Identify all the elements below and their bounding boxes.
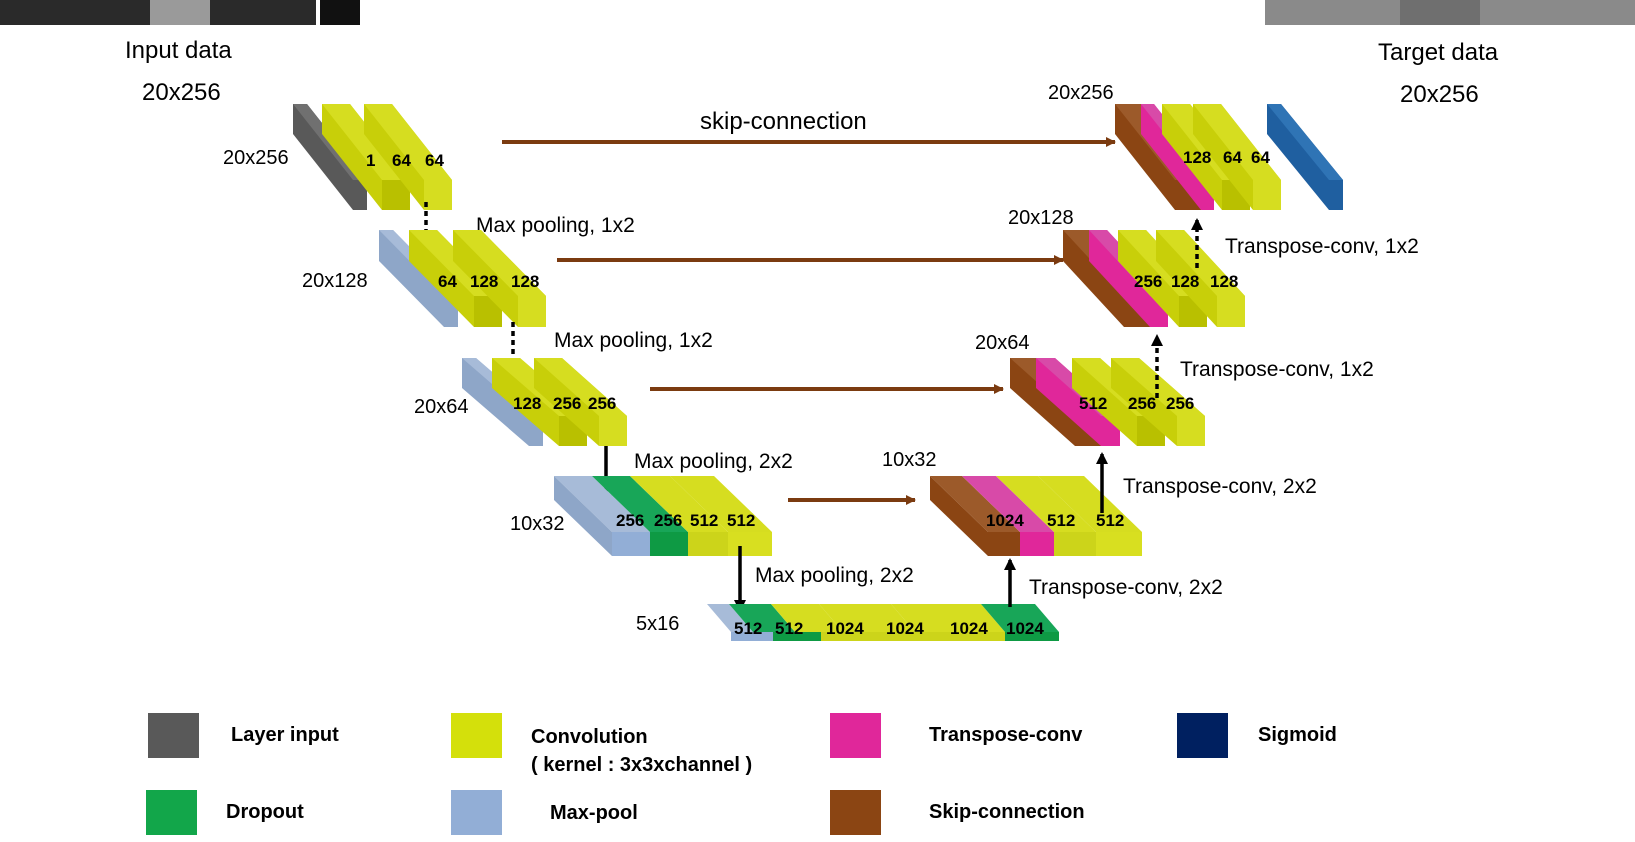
- conv-block-2: [1096, 532, 1142, 556]
- dec2-size: 20x128: [1008, 207, 1074, 229]
- enc4-size: 10x32: [510, 513, 565, 535]
- dec4-ch-0: 1024: [986, 511, 1024, 530]
- pool1-label: Max pooling, 1x2: [476, 214, 635, 237]
- enc3-ch-2: 256: [588, 394, 616, 413]
- encoder-level-3: [462, 358, 627, 446]
- conv-block-1: [1054, 532, 1096, 556]
- enc4-ch-1: 256: [654, 511, 682, 530]
- bn-ch-4: 1024: [950, 619, 988, 638]
- enc3-size: 20x64: [414, 396, 469, 418]
- maxpool-block: [462, 358, 543, 446]
- dec2-ch-2: 128: [1210, 272, 1238, 291]
- legend-skip: Skip-connection: [929, 801, 1085, 823]
- transpose-block: [1036, 358, 1120, 446]
- pool2-label: Max pooling, 1x2: [554, 329, 713, 352]
- enc1-size: 20x256: [223, 147, 289, 169]
- input-data-size: 20x256: [142, 79, 221, 106]
- legend: Layer input Convolution ( kernel : 3x3xc…: [146, 713, 1337, 835]
- legend-swatch-transpose: [830, 713, 881, 758]
- dec2-ch-0: 256: [1134, 272, 1162, 291]
- bn-ch-3: 1024: [886, 619, 924, 638]
- up4-label: Transpose-conv, 2x2: [1029, 576, 1223, 599]
- legend-convolution-note: ( kernel : 3x3xchannel ): [531, 754, 752, 776]
- transpose-block: [1020, 532, 1054, 556]
- enc1-ch-2: 64: [425, 151, 444, 170]
- decoder-level-1: [1115, 104, 1343, 210]
- enc2-ch-2: 128: [511, 272, 539, 291]
- enc1-ch-0: 1: [366, 151, 375, 170]
- legend-swatch-convolution: [451, 713, 502, 758]
- legend-convolution: Convolution: [531, 726, 648, 748]
- legend-swatch-layer-input: [148, 713, 199, 758]
- dec3-size: 20x64: [975, 332, 1030, 354]
- encoder-level-2: [379, 230, 546, 327]
- maxpool-block: [379, 230, 458, 327]
- enc4-ch-3: 512: [727, 511, 755, 530]
- encoder-level-1: [293, 104, 452, 210]
- enc3-ch-1: 256: [553, 394, 581, 413]
- input-data-title: Input data: [125, 37, 232, 64]
- enc2-ch-0: 64: [438, 272, 457, 291]
- dec4-ch-1: 512: [1047, 511, 1075, 530]
- legend-swatch-maxpool: [451, 790, 502, 835]
- bn-ch-2: 1024: [826, 619, 864, 638]
- encoder-level-4: [554, 476, 772, 556]
- decoder-level-4: [930, 476, 1142, 556]
- transpose-block: [1089, 230, 1168, 327]
- enc2-ch-1: 128: [470, 272, 498, 291]
- legend-swatch-sigmoid: [1177, 713, 1228, 758]
- enc1-ch-1: 64: [392, 151, 411, 170]
- legend-swatch-dropout: [146, 790, 197, 835]
- enc4-ch-2: 512: [690, 511, 718, 530]
- bn-ch-0: 512: [734, 619, 762, 638]
- sigmoid-block: [1267, 104, 1343, 210]
- target-data-title: Target data: [1378, 39, 1499, 66]
- pool4-label: Max pooling, 2x2: [755, 564, 914, 587]
- dropout-block: [773, 632, 821, 641]
- up1-label: Transpose-conv, 1x2: [1225, 235, 1419, 258]
- dropout-block: [1005, 632, 1059, 641]
- dec4-size: 10x32: [882, 449, 937, 471]
- dec1-ch-1: 64: [1223, 148, 1242, 167]
- legend-transpose: Transpose-conv: [929, 724, 1083, 746]
- transpose-block: [1141, 104, 1214, 210]
- conv-block-2: [728, 532, 772, 556]
- conv-block-1: [688, 532, 728, 556]
- enc2-size: 20x128: [302, 270, 368, 292]
- bottleneck: [707, 604, 1059, 641]
- enc3-ch-0: 128: [513, 394, 541, 413]
- up3-label: Transpose-conv, 2x2: [1123, 475, 1317, 498]
- input-data-thumbnail: [0, 0, 360, 25]
- up2-label: Transpose-conv, 1x2: [1180, 358, 1374, 381]
- bn-ch-1: 512: [775, 619, 803, 638]
- dec3-ch-0: 512: [1079, 394, 1107, 413]
- skip-connection-label: skip-connection: [700, 108, 867, 135]
- legend-layer-input: Layer input: [231, 724, 339, 746]
- legend-sigmoid: Sigmoid: [1258, 724, 1337, 746]
- target-data-thumbnail: [1265, 0, 1635, 25]
- bottleneck-size: 5x16: [636, 613, 679, 635]
- dec4-ch-2: 512: [1096, 511, 1124, 530]
- decoder-level-2: [1063, 230, 1245, 327]
- legend-swatch-skip: [830, 790, 881, 835]
- dropout-block: [650, 532, 688, 556]
- legend-maxpool: Max-pool: [550, 802, 638, 824]
- dec1-ch-0: 128: [1183, 148, 1211, 167]
- bn-ch-5: 1024: [1006, 619, 1044, 638]
- legend-dropout: Dropout: [226, 801, 304, 823]
- dec1-ch-2: 64: [1251, 148, 1270, 167]
- dec3-ch-1: 256: [1128, 394, 1156, 413]
- enc4-ch-0: 256: [616, 511, 644, 530]
- dec2-ch-1: 128: [1171, 272, 1199, 291]
- dec3-ch-2: 256: [1166, 394, 1194, 413]
- layer-input-block: [293, 104, 367, 210]
- dec1-size: 20x256: [1048, 82, 1114, 104]
- pool3-label: Max pooling, 2x2: [634, 450, 793, 473]
- decoder-level-3: [1010, 358, 1205, 446]
- maxpool-block: [554, 476, 612, 556]
- skip-block: [930, 476, 988, 556]
- maxpool-block: [731, 632, 773, 641]
- target-data-size: 20x256: [1400, 81, 1479, 108]
